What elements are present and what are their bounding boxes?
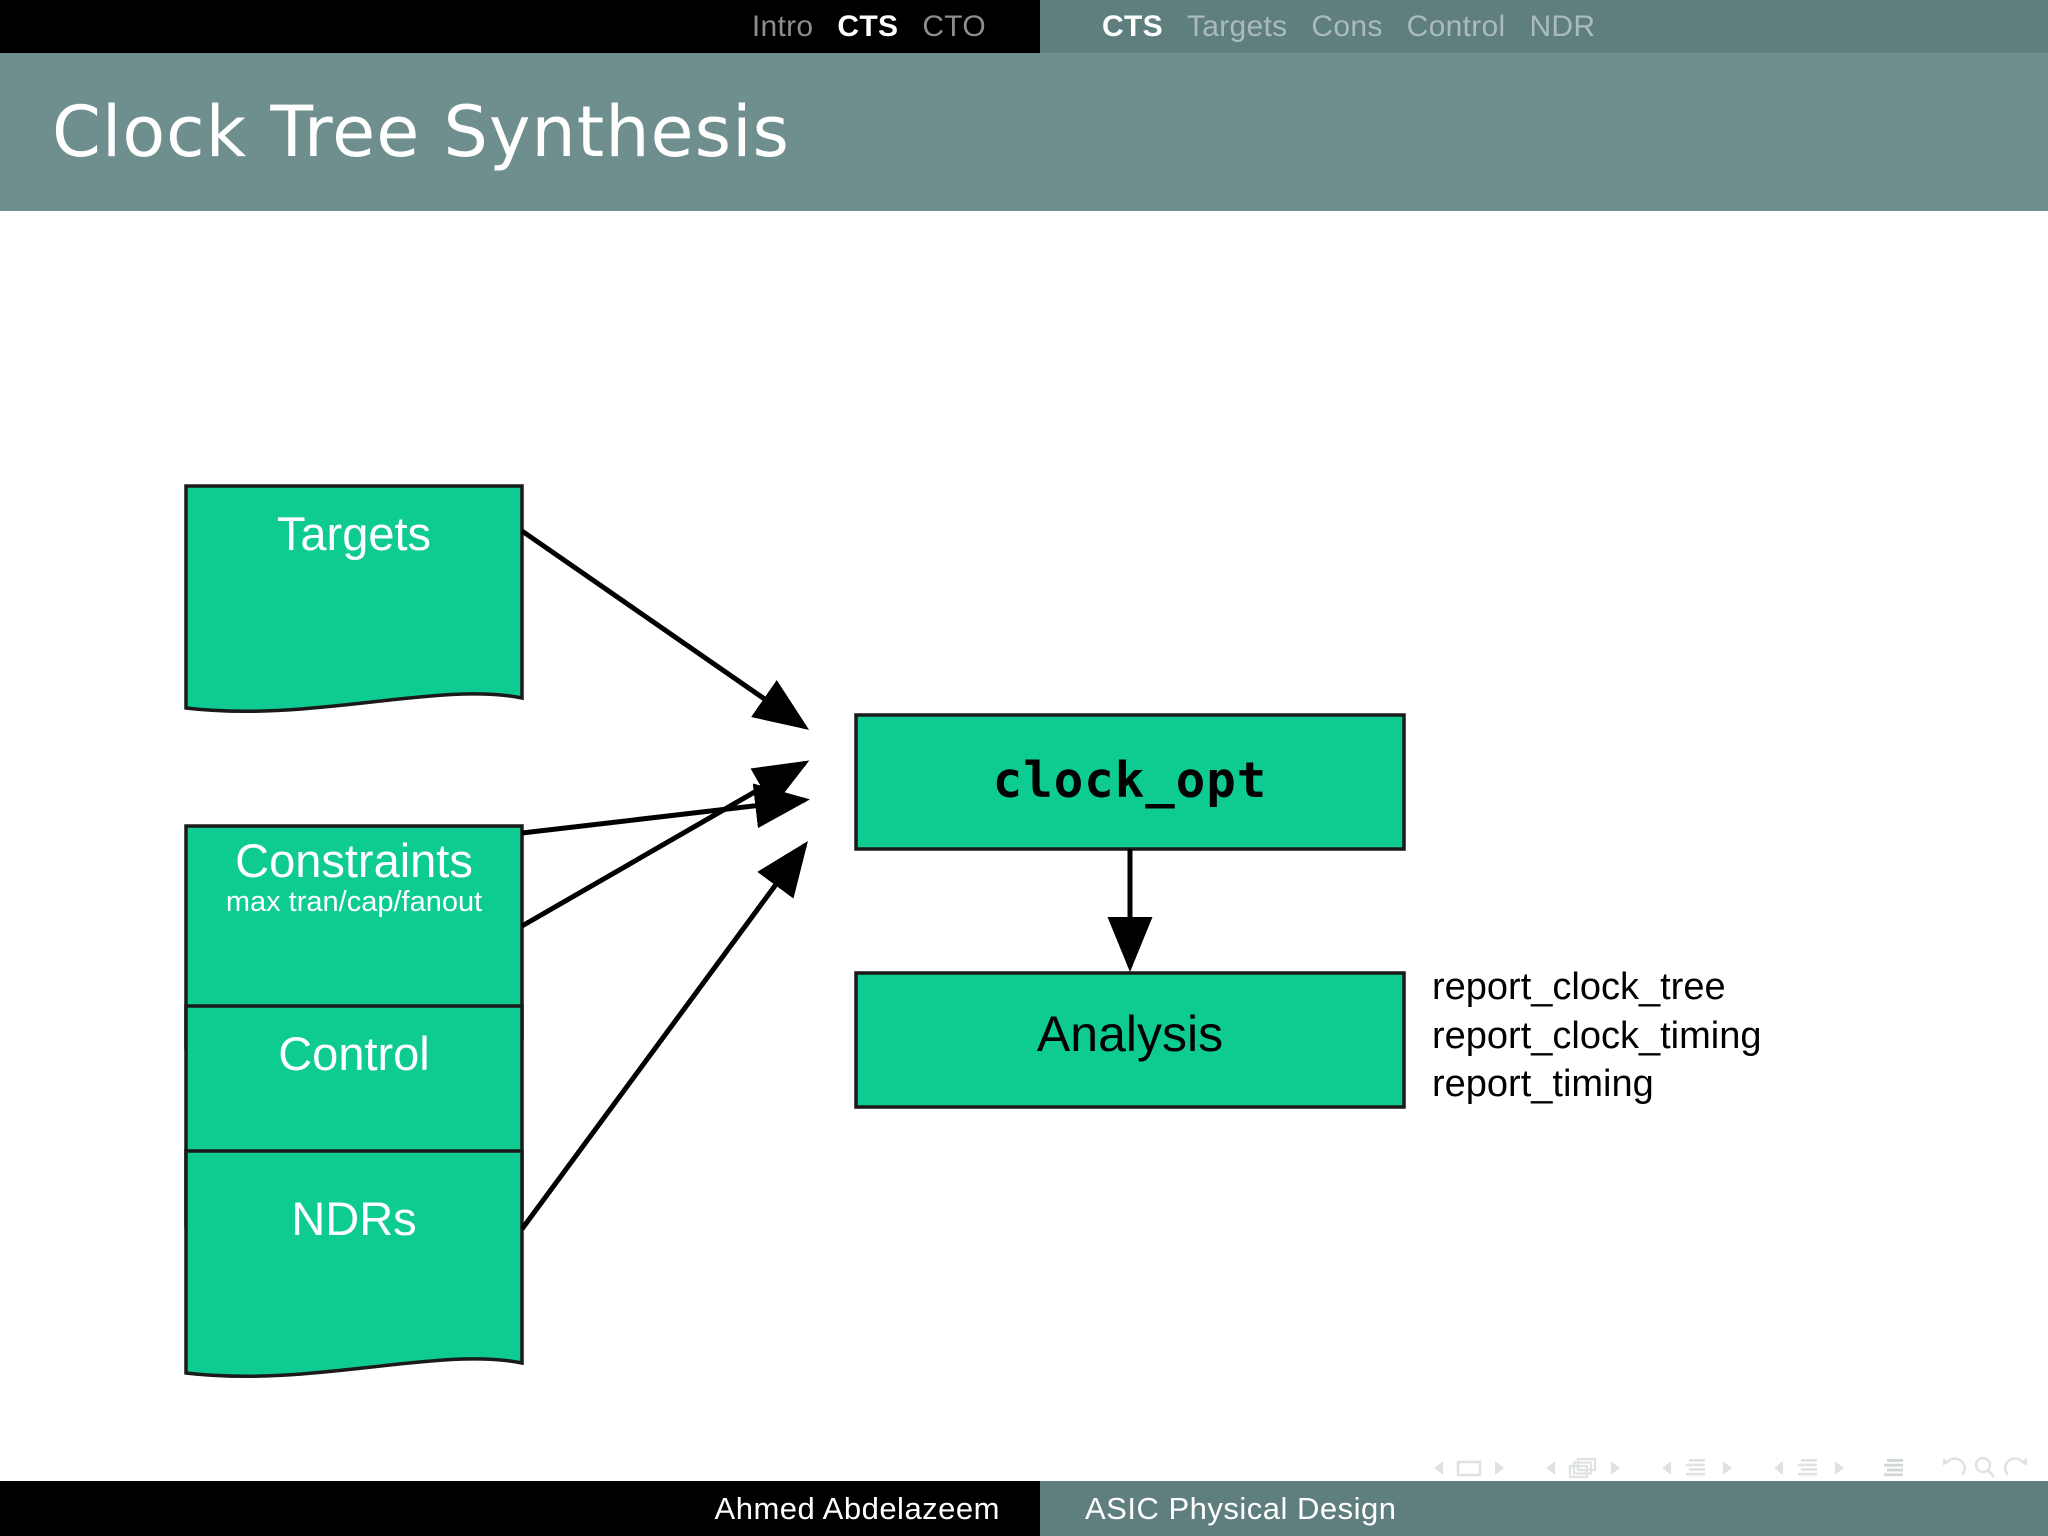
subsection-icon[interactable] xyxy=(1682,1456,1712,1480)
search-icon[interactable] xyxy=(1972,1455,1998,1481)
next-subsection-icon[interactable] xyxy=(1716,1457,1738,1479)
report-commands-list: report_clock_tree report_clock_timing re… xyxy=(1432,963,1761,1109)
analysis-box[interactable] xyxy=(854,971,1406,1109)
beamer-navigation-symbols xyxy=(1426,1455,2032,1481)
input-box-ndrs[interactable] xyxy=(184,1149,524,1379)
report-command-item: report_timing xyxy=(1432,1063,1654,1106)
flowchart-svg xyxy=(184,484,1406,1379)
footer-author: Ahmed Abdelazeem xyxy=(714,1490,1000,1526)
nav-section-sections: Intro CTS CTO xyxy=(0,0,1040,53)
diagram-canvas: Targets Constraints max tran/cap/fanout … xyxy=(0,211,2048,1481)
title-bar: Clock Tree Synthesis xyxy=(0,53,2048,211)
process-box-clock-opt[interactable] xyxy=(854,713,1406,851)
report-command-item: report_clock_tree xyxy=(1432,966,1726,1008)
nav-subitem-cts[interactable]: CTS xyxy=(1102,9,1163,43)
report-command-item: report_clock_timing xyxy=(1432,1014,1762,1057)
back-icon[interactable] xyxy=(1940,1455,1968,1481)
input-box-targets[interactable] xyxy=(184,484,524,714)
document-icon[interactable] xyxy=(1880,1456,1910,1480)
footer-course: ASIC Physical Design xyxy=(1085,1490,1397,1526)
nav-item-intro[interactable]: Intro xyxy=(751,9,814,43)
footer-bar: Ahmed Abdelazeem ASIC Physical Design xyxy=(0,1481,2048,1536)
nav-subitem-control[interactable]: Control xyxy=(1406,9,1506,43)
section-icon[interactable] xyxy=(1794,1456,1824,1480)
slide-icon[interactable] xyxy=(1454,1457,1484,1479)
prev-frame-icon[interactable] xyxy=(1540,1457,1562,1479)
nav-item-cto[interactable]: CTO xyxy=(922,9,986,43)
next-frame-icon[interactable] xyxy=(1604,1457,1626,1479)
prev-section-icon[interactable] xyxy=(1768,1457,1790,1479)
frames-icon[interactable] xyxy=(1566,1456,1600,1480)
top-navigation-bar: Intro CTS CTO CTS Targets Cons Control N… xyxy=(0,0,2048,53)
next-section-icon[interactable] xyxy=(1828,1457,1850,1479)
nav-subitem-cons[interactable]: Cons xyxy=(1311,9,1383,43)
page-title: Clock Tree Synthesis xyxy=(52,91,791,173)
footer-author-section: Ahmed Abdelazeem xyxy=(0,1481,1040,1536)
prev-subsection-icon[interactable] xyxy=(1656,1457,1678,1479)
arrow-ndrs-to-clock-opt xyxy=(519,840,808,1231)
forward-icon[interactable] xyxy=(2002,1455,2030,1481)
arrow-control-to-clock-opt xyxy=(521,783,810,836)
prev-slide-icon[interactable] xyxy=(1428,1457,1450,1479)
nav-subitem-ndr[interactable]: NDR xyxy=(1529,9,1596,43)
nav-section-subsections: CTS Targets Cons Control NDR xyxy=(1040,0,2048,53)
next-slide-icon[interactable] xyxy=(1488,1457,1510,1479)
arrow-targets-to-clock-opt xyxy=(520,528,810,730)
nav-item-cts[interactable]: CTS xyxy=(837,9,899,43)
nav-subitem-targets[interactable]: Targets xyxy=(1186,9,1288,43)
footer-course-section: ASIC Physical Design xyxy=(1040,1481,2048,1536)
